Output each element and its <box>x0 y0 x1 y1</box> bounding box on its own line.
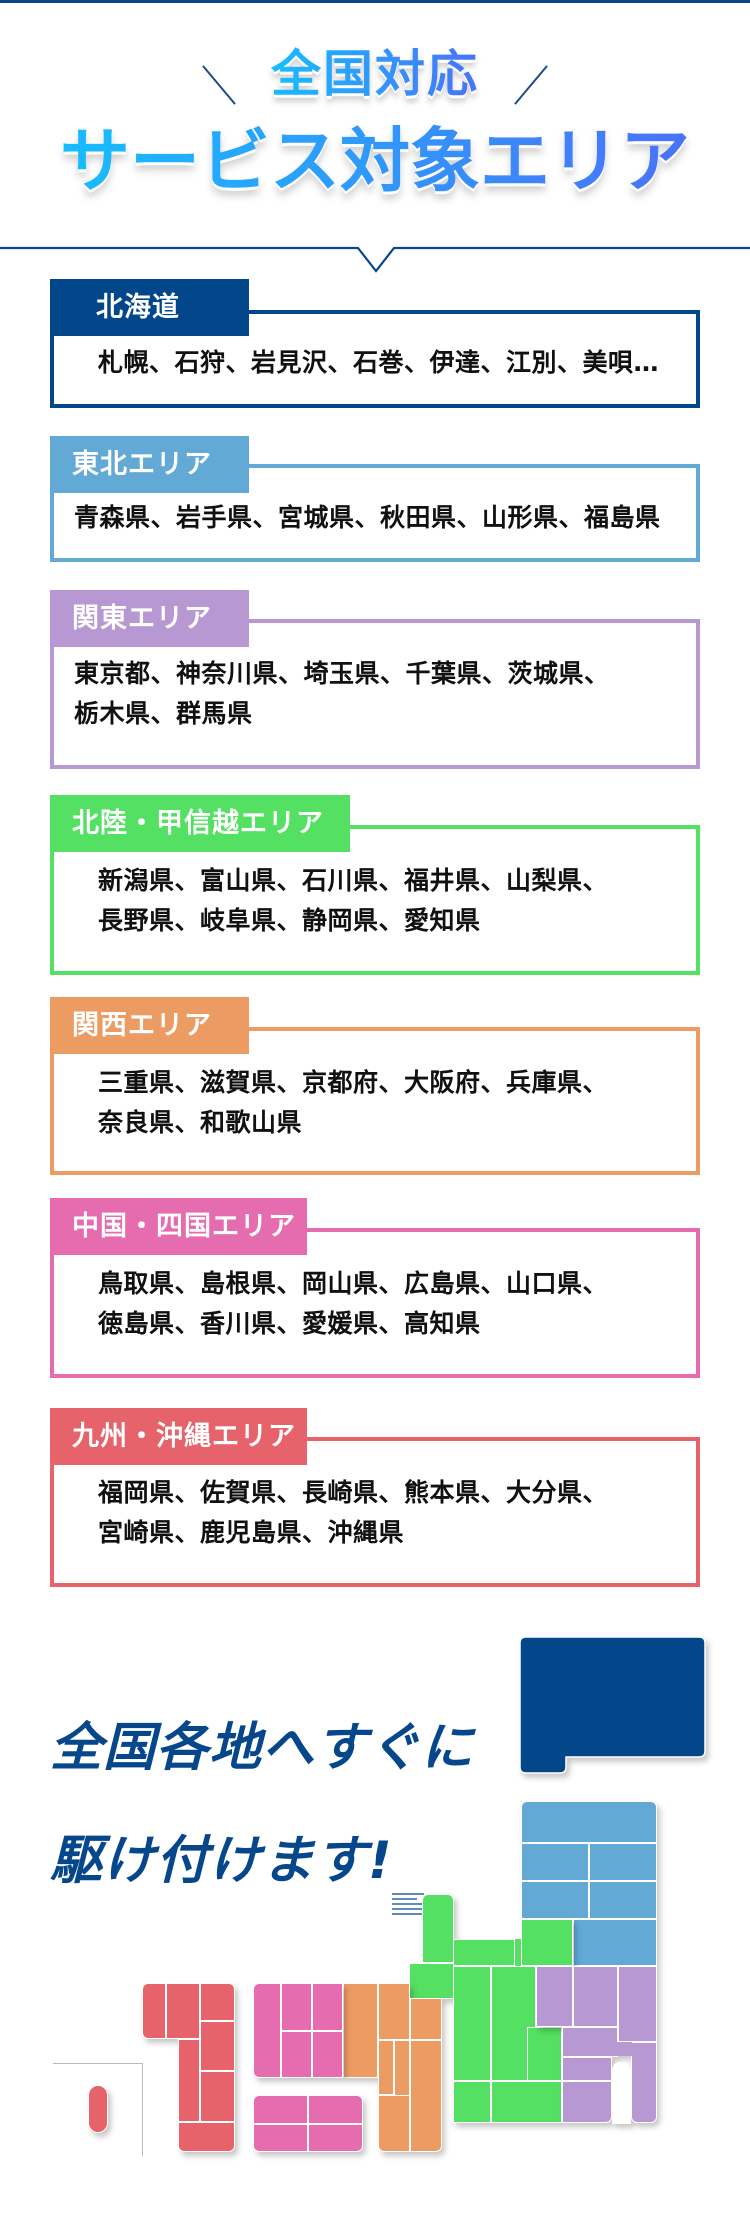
prefecture-line: 福岡県、佐賀県、長崎県、熊本県、大分県、 <box>98 1478 609 1507</box>
area-name: 関東エリア <box>72 603 212 634</box>
area-tab-hokuriku-koshinetsu: 北陸・甲信越エリア <box>50 795 350 852</box>
map-hokkaido <box>519 1636 706 1774</box>
prefecture-line: 栃木県、群馬県 <box>74 699 253 728</box>
tagline-text: 駆け付けます! <box>50 1831 393 1891</box>
area-tab-kanto: 関東エリア <box>50 590 249 647</box>
area-prefectures: 東京都、神奈川県、埼玉県、千葉県、茨城県、 栃木県、群馬県 <box>74 654 610 734</box>
area-prefectures: 新潟県、富山県、石川県、福井県、山梨県、 長野県、岐阜県、静岡県、愛知県 <box>98 861 608 941</box>
area-tab-kyushu-okinawa: 九州・沖縄エリア <box>50 1408 307 1465</box>
okinawa-inset-frame <box>53 2063 143 2156</box>
top-rule <box>0 0 750 3</box>
area-name: 東北エリア <box>72 449 212 480</box>
tagline-line-1: 全国各地へすぐに <box>50 1705 478 1780</box>
prefecture-line: 東京都、神奈川県、埼玉県、千葉県、茨城県、 <box>74 659 610 688</box>
area-tab-tohoku: 東北エリア <box>50 436 249 493</box>
area-name: 九州・沖縄エリア <box>72 1421 296 1452</box>
prefecture-line: 長野県、岐阜県、静岡県、愛知県 <box>98 906 481 935</box>
header-divider-notch <box>0 246 750 273</box>
speed-lines-icon <box>392 1893 440 1915</box>
area-name: 北海道 <box>96 292 180 323</box>
area-prefectures: 福岡県、佐賀県、長崎県、熊本県、大分県、 宮崎県、鹿児島県、沖縄県 <box>98 1473 608 1553</box>
area-tab-kansai: 関西エリア <box>50 997 249 1054</box>
prefecture-line: 宮崎県、鹿児島県、沖縄県 <box>98 1518 405 1547</box>
page-title: サービス対象エリア <box>0 116 750 206</box>
tagline-text: 全国各地へすぐに <box>50 1718 475 1778</box>
area-tab-chugoku-shikoku: 中国・四国エリア <box>50 1198 307 1255</box>
page-subtitle: 全国対応 <box>0 42 750 106</box>
area-prefectures: 三重県、滋賀県、京都府、大阪府、兵庫県、 奈良県、和歌山県 <box>98 1063 608 1143</box>
prefecture-line: 札幌、石狩、岩見沢、石巻、伊達、江別、美唄… <box>98 348 660 377</box>
prefecture-line: 青森県、岩手県、宮城県、秋田県、山形県、福島県 <box>74 503 661 532</box>
area-prefectures: 青森県、岩手県、宮城県、秋田県、山形県、福島県 <box>74 498 661 538</box>
prefecture-line: 鳥取県、島根県、岡山県、広島県、山口県、 <box>98 1269 609 1298</box>
area-prefectures: 鳥取県、島根県、岡山県、広島県、山口県、 徳島県、香川県、愛媛県、高知県 <box>98 1264 608 1344</box>
area-name: 中国・四国エリア <box>72 1211 296 1242</box>
map-okinawa <box>88 2085 108 2133</box>
prefecture-line: 新潟県、富山県、石川県、福井県、山梨県、 <box>98 866 609 895</box>
area-prefectures: 札幌、石狩、岩見沢、石巻、伊達、江別、美唄… <box>98 343 659 383</box>
area-tab-hokkaido: 北海道 <box>50 279 249 336</box>
area-name: 関西エリア <box>72 1010 212 1041</box>
subtitle-text: 全国対応 <box>271 42 479 106</box>
prefecture-line: 徳島県、香川県、愛媛県、高知県 <box>98 1309 481 1338</box>
prefecture-line: 三重県、滋賀県、京都府、大阪府、兵庫県、 <box>98 1068 609 1097</box>
prefecture-line: 奈良県、和歌山県 <box>98 1108 303 1137</box>
tagline-line-2: 駆け付けます! <box>50 1818 422 1893</box>
title-text: サービス対象エリア <box>60 116 690 206</box>
area-name: 北陸・甲信越エリア <box>72 808 324 839</box>
